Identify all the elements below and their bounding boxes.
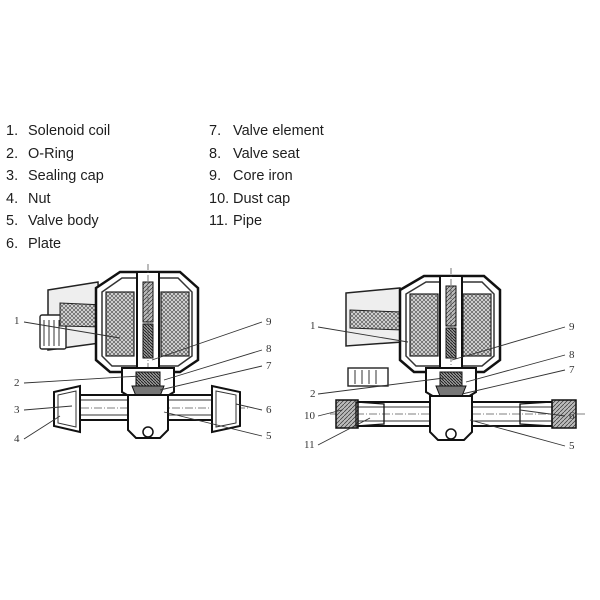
parts-legend-right: 7. Valve element 8. Valve seat 9. Core iron… bbox=[209, 120, 324, 233]
callout-label: 10 bbox=[304, 410, 316, 422]
right-view-callouts: 1 2 10 11 9 8 7 6 5 bbox=[304, 320, 575, 452]
legend-item: 8. Valve seat bbox=[209, 143, 324, 166]
callout-label: 6 bbox=[266, 404, 272, 416]
legend-number: 4. bbox=[6, 190, 19, 207]
legend-item: 10.Dust cap bbox=[209, 188, 324, 211]
legend-item: 4. Nut bbox=[6, 188, 110, 211]
left-view-callouts: 1 2 3 4 9 8 7 6 5 bbox=[14, 315, 272, 445]
left-valve-body bbox=[55, 394, 248, 439]
legend-label: Pipe bbox=[233, 213, 263, 230]
left-valve-drawing bbox=[39, 264, 248, 439]
callout-label: 8 bbox=[569, 349, 575, 361]
legend-number: 2. bbox=[6, 145, 19, 162]
callout-label: 8 bbox=[266, 343, 272, 355]
legend-label: Plate bbox=[28, 235, 62, 252]
callout-label: 7 bbox=[266, 360, 272, 372]
right-dust-cap bbox=[519, 399, 577, 429]
right-valve-seat bbox=[425, 367, 477, 399]
legend-label: Nut bbox=[28, 190, 51, 207]
callout-label: 2 bbox=[14, 377, 20, 389]
left-dust-cap bbox=[335, 399, 385, 429]
callout-label: 4 bbox=[14, 433, 20, 445]
right-valve-drawing bbox=[330, 268, 585, 441]
legend-item: 5. Valve body bbox=[6, 210, 110, 233]
right-nut bbox=[211, 384, 241, 434]
callout-label: 1 bbox=[14, 315, 20, 327]
legend-number: 1. bbox=[6, 123, 19, 139]
legend-label: Valve element bbox=[233, 123, 324, 139]
leader-lines bbox=[23, 321, 566, 447]
legend-item: 2. O-Ring bbox=[6, 143, 110, 166]
legend-item: 7. Valve element bbox=[209, 120, 324, 143]
parts-legend-left: 1. Solenoid coil 2. O-Ring 3. Sealing cap 4… bbox=[6, 120, 110, 256]
callout-label: 1 bbox=[310, 320, 316, 332]
callout-label: 2 bbox=[310, 388, 316, 400]
legend-item: 3. Sealing cap bbox=[6, 165, 110, 188]
callout-label: 11 bbox=[304, 439, 315, 451]
legend-number: 6. bbox=[6, 235, 19, 252]
legend-number: 11. bbox=[209, 213, 229, 230]
legend-item: 11.Pipe bbox=[209, 210, 324, 233]
legend-number: 10. bbox=[209, 190, 230, 207]
legend-number: 8. bbox=[209, 145, 222, 162]
legend-label: Dust cap bbox=[233, 190, 291, 207]
legend-label: Sealing cap bbox=[28, 168, 104, 185]
callout-label: 7 bbox=[569, 364, 575, 376]
legend-item: 6. Plate bbox=[6, 233, 110, 256]
callout-label: 3 bbox=[14, 404, 20, 416]
left-valve-seat bbox=[121, 367, 175, 399]
callout-label: 5 bbox=[266, 430, 272, 442]
legend-label: O-Ring bbox=[28, 145, 74, 162]
legend-number: 9. bbox=[209, 168, 222, 185]
left-connector bbox=[39, 281, 105, 351]
left-nut bbox=[53, 384, 81, 434]
legend-label: Solenoid coil bbox=[28, 123, 111, 139]
callout-label: 6 bbox=[569, 410, 575, 422]
legend-number: 7. bbox=[209, 123, 222, 139]
callout-label: 5 bbox=[569, 440, 575, 452]
callout-label: 9 bbox=[266, 316, 272, 328]
legend-label: Core iron bbox=[233, 168, 293, 185]
legend-label: Valve body bbox=[28, 213, 99, 230]
left-core-iron bbox=[136, 264, 160, 385]
legend-number: 5. bbox=[6, 213, 19, 230]
legend-item: 9. Core iron bbox=[209, 165, 324, 188]
callout-label: 9 bbox=[569, 321, 575, 333]
legend-item: 1. Solenoid coil bbox=[6, 120, 110, 143]
right-valve-body bbox=[330, 395, 585, 441]
right-connector bbox=[345, 287, 403, 387]
legend-label: Valve seat bbox=[233, 145, 300, 162]
legend-number: 3. bbox=[6, 168, 19, 185]
